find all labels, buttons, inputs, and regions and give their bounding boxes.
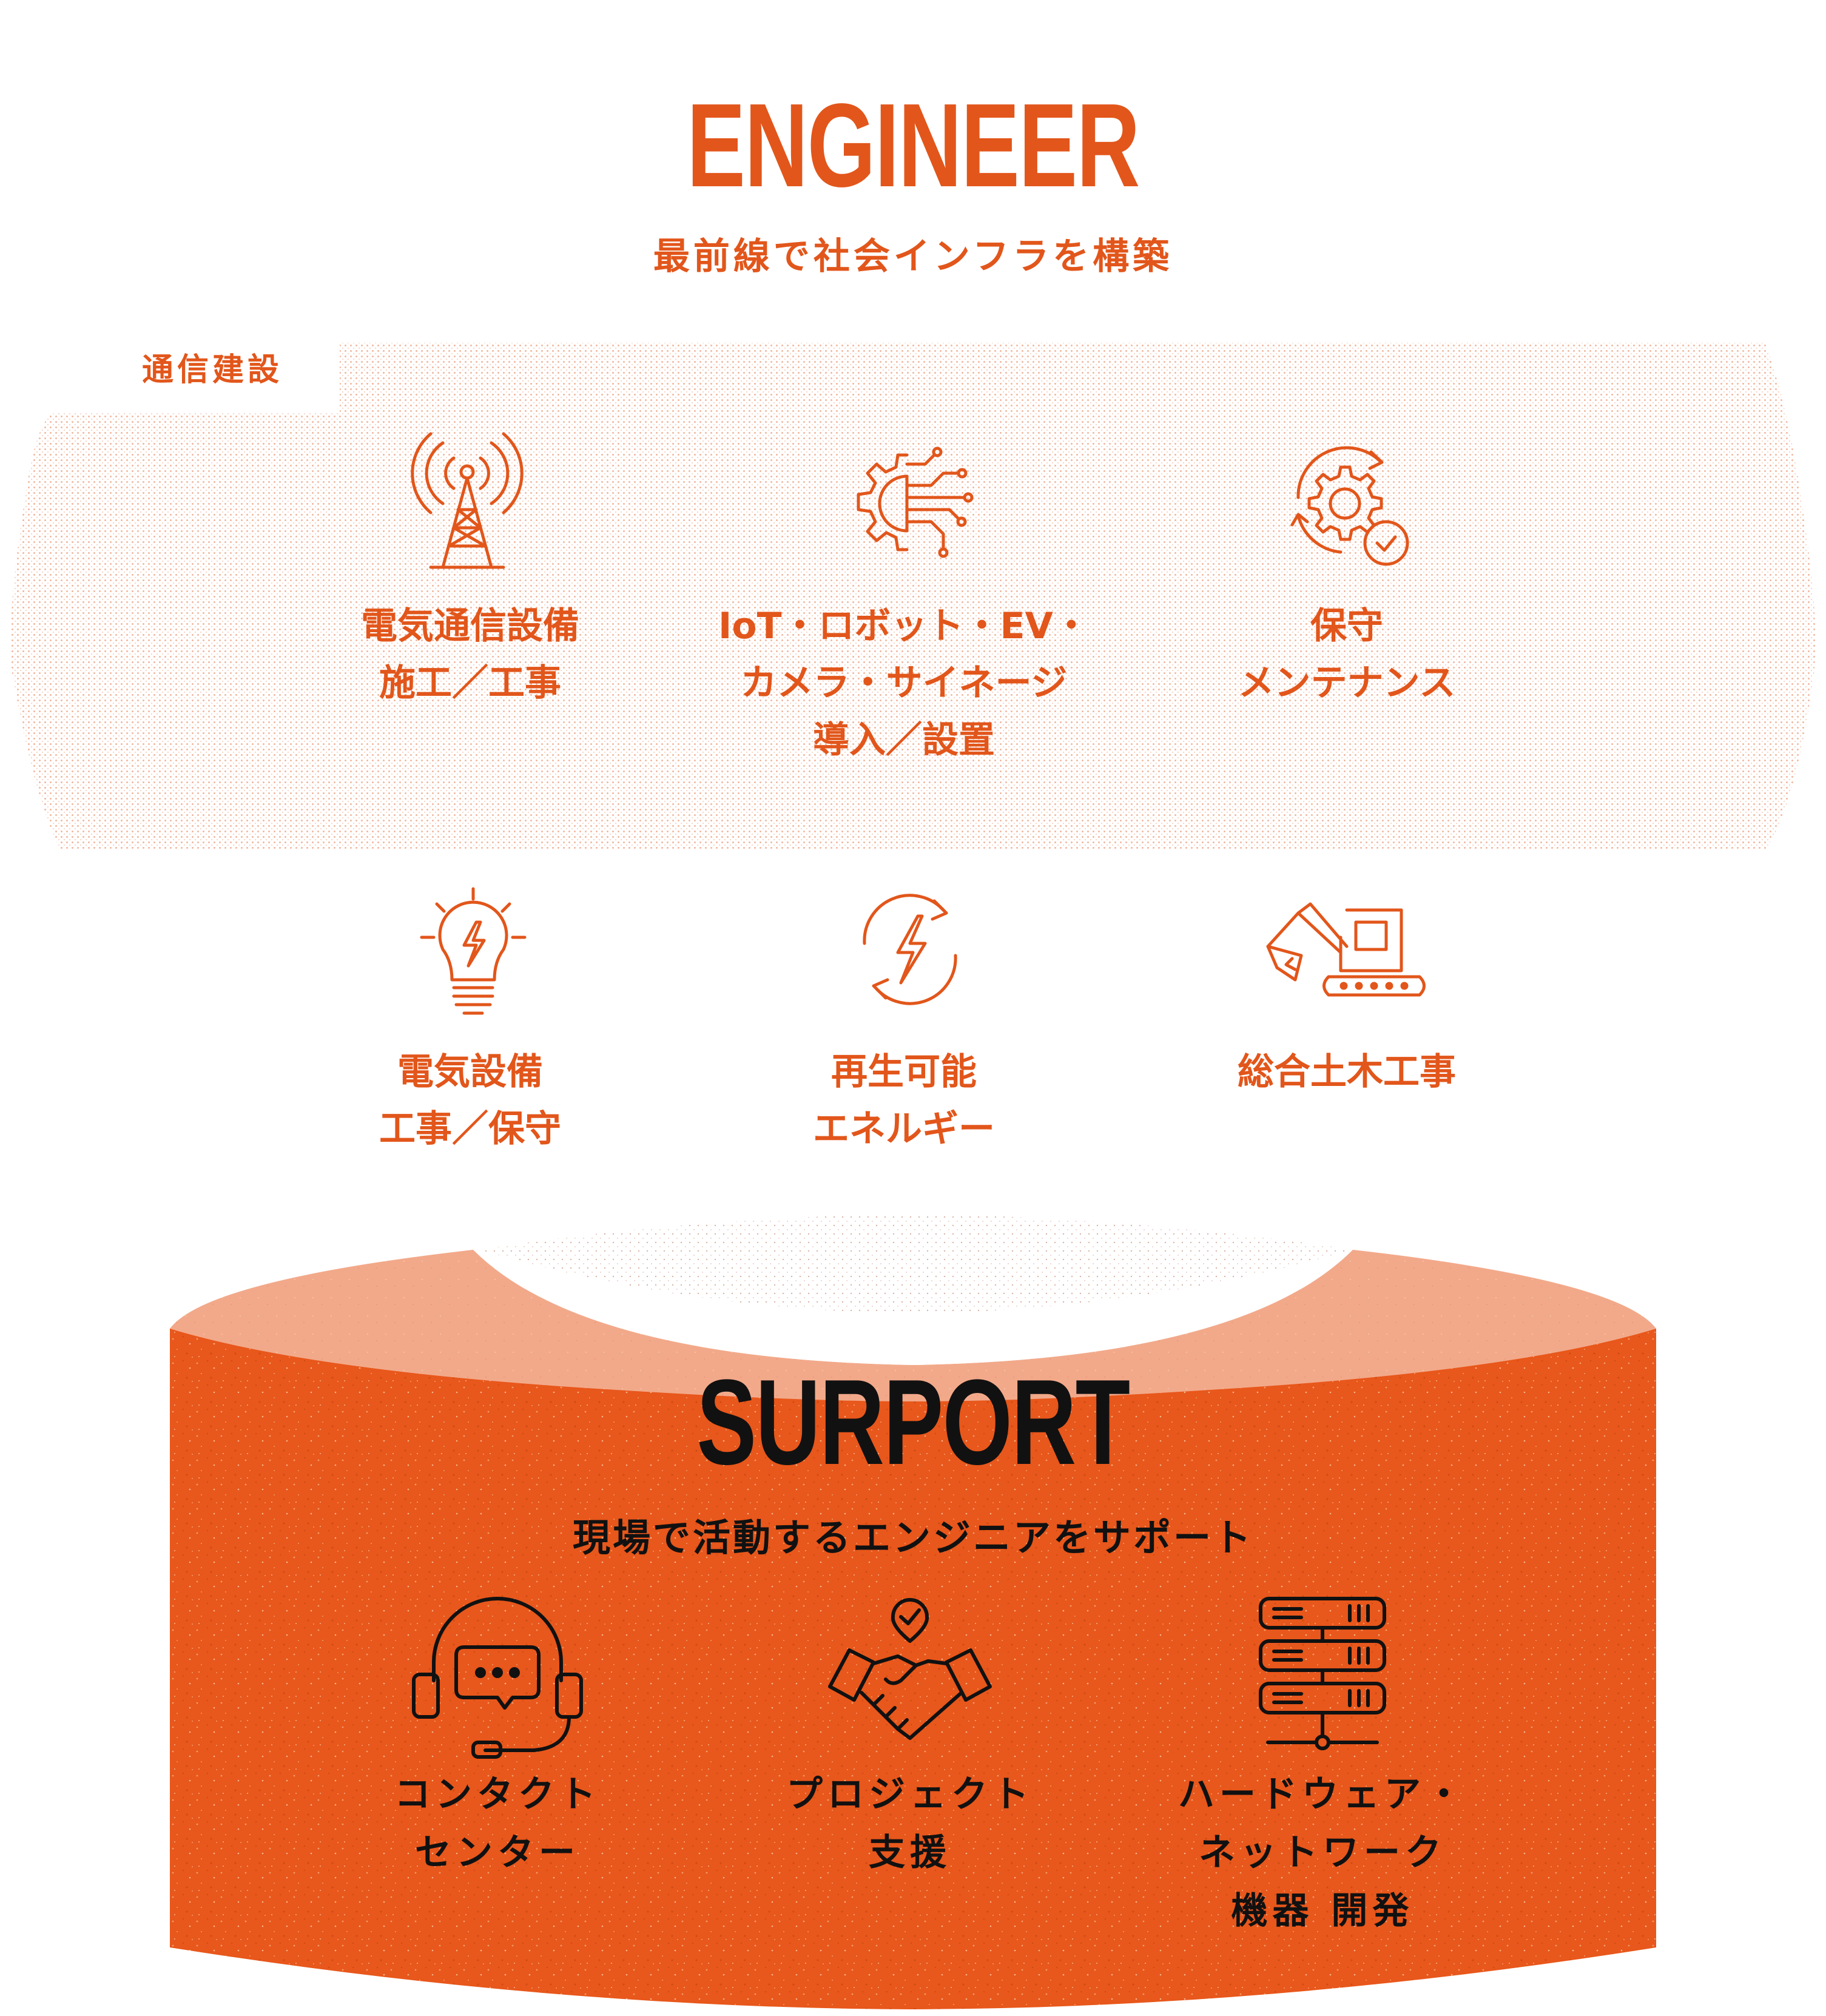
support-band-top (170, 1250, 1656, 1401)
service-renewable-energy: 再生可能 エネルギー (673, 1043, 1134, 1158)
service-line: カメラ・サイネージ (740, 662, 1068, 704)
service-line: 機器 開発 (1231, 1890, 1414, 1932)
support-title: SURPORT (696, 1355, 1130, 1490)
service-hardware-network: ハードウェア・ ネットワーク 機器 開発 (1092, 1765, 1553, 1940)
service-civil-engineering: 総合土木工事 (1116, 1043, 1577, 1101)
service-line: プロジェクト (786, 1773, 1034, 1816)
service-line: 電気通信設備 (361, 605, 579, 647)
service-line: 総合土木工事 (1238, 1051, 1456, 1093)
service-line: 再生可能 (831, 1051, 977, 1093)
service-line: エネルギー (813, 1108, 995, 1150)
service-maintenance: 保守 メンテナンス (1116, 598, 1577, 712)
support-band-body (170, 1285, 1656, 2009)
service-telecom-equipment: 電気通信設備 施工／工事 (240, 598, 701, 712)
engineer-title: ENGINEER (687, 79, 1140, 212)
support-subtitle: 現場で活動するエンジニアをサポート (572, 1515, 1253, 1560)
service-line: IoT・ロボット・EV・ (718, 605, 1090, 647)
renewable-energy-icon (863, 894, 957, 1005)
service-line: 施工／工事 (379, 662, 561, 704)
sand-texture (479, 1213, 1353, 1313)
service-electrical-equipment: 電気設備 工事／保守 (240, 1043, 701, 1158)
service-line: 保守 (1310, 605, 1383, 647)
category-label-telecom-construction: 通信建設 (85, 340, 340, 400)
service-line: メンテナンス (1238, 662, 1456, 704)
support-band-top-inner (473, 1250, 1353, 1365)
lightbulb-bolt-icon (420, 887, 527, 1015)
circuit-gear-icon (857, 447, 974, 558)
service-iot-robot-ev: IoT・ロボット・EV・ カメラ・サイネージ 導入／設置 (673, 598, 1134, 769)
service-line: 支援 (869, 1832, 951, 1874)
headset-chat-icon (412, 1597, 583, 1759)
service-line: 工事／保守 (379, 1108, 561, 1150)
service-line: 導入／設置 (813, 719, 995, 761)
service-line: ネットワーク (1199, 1832, 1446, 1874)
service-line: ハードウェア・ (1178, 1773, 1467, 1816)
service-line: 電気設備 (397, 1051, 543, 1093)
engineer-dotted-band (10, 343, 1816, 849)
service-line: センター (415, 1832, 580, 1874)
excavator-icon (1266, 902, 1426, 997)
service-line: コンタクト (394, 1773, 601, 1816)
service-project-support: プロジェクト 支援 (679, 1765, 1140, 1882)
engineer-subtitle: 最前線で社会インフラを構築 (653, 235, 1173, 278)
radio-tower-icon (411, 432, 524, 569)
handshake-check-icon (828, 1598, 992, 1740)
server-rack-icon (1259, 1597, 1386, 1750)
gear-cycle-check-icon (1290, 446, 1409, 566)
service-contact-center: コンタクト センター (267, 1765, 728, 1882)
